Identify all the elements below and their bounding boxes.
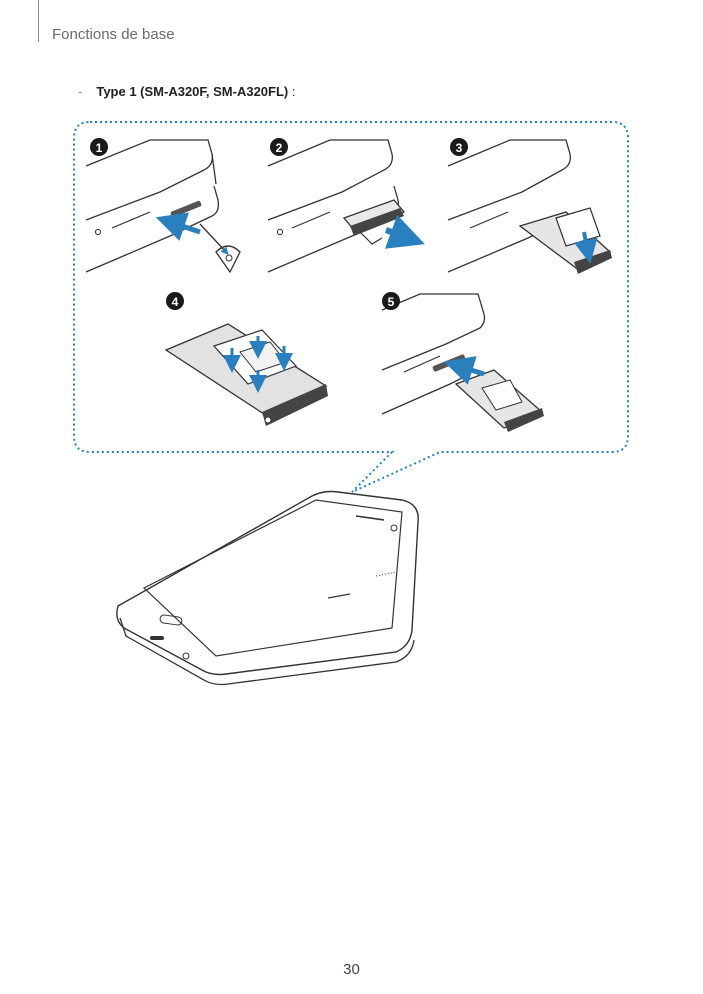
step-4-panel: [164, 323, 328, 426]
page-number: 30: [343, 961, 360, 978]
step-5-panel: [381, 293, 544, 432]
step-3-number: 3: [456, 141, 463, 155]
step-5-number: 5: [388, 295, 395, 309]
step-3-badge: [450, 138, 468, 156]
step-4-number: 4: [172, 295, 179, 309]
bullet-dash: -: [78, 84, 83, 99]
step-2-panel: [267, 139, 425, 273]
phone-illustration: [116, 490, 419, 686]
step-2-number: 2: [276, 141, 283, 155]
bullet-heading: -Type 1 (SM-A320F, SM-A320FL) :: [78, 84, 296, 99]
step-1-number: 1: [96, 141, 103, 155]
step-4-badge: [166, 292, 184, 310]
section-title: Fonctions de base: [52, 26, 175, 43]
step-1-panel: [85, 139, 241, 274]
step-3-panel: [447, 139, 612, 274]
step-5-badge: [382, 292, 400, 310]
header-rule: [38, 0, 39, 42]
title-suffix: :: [288, 84, 296, 99]
step-2-badge: [270, 138, 288, 156]
step-1-badge: [90, 138, 108, 156]
callout-frame: [73, 121, 629, 493]
model-type-title: Type 1 (SM-A320F, SM-A320FL): [96, 84, 289, 99]
